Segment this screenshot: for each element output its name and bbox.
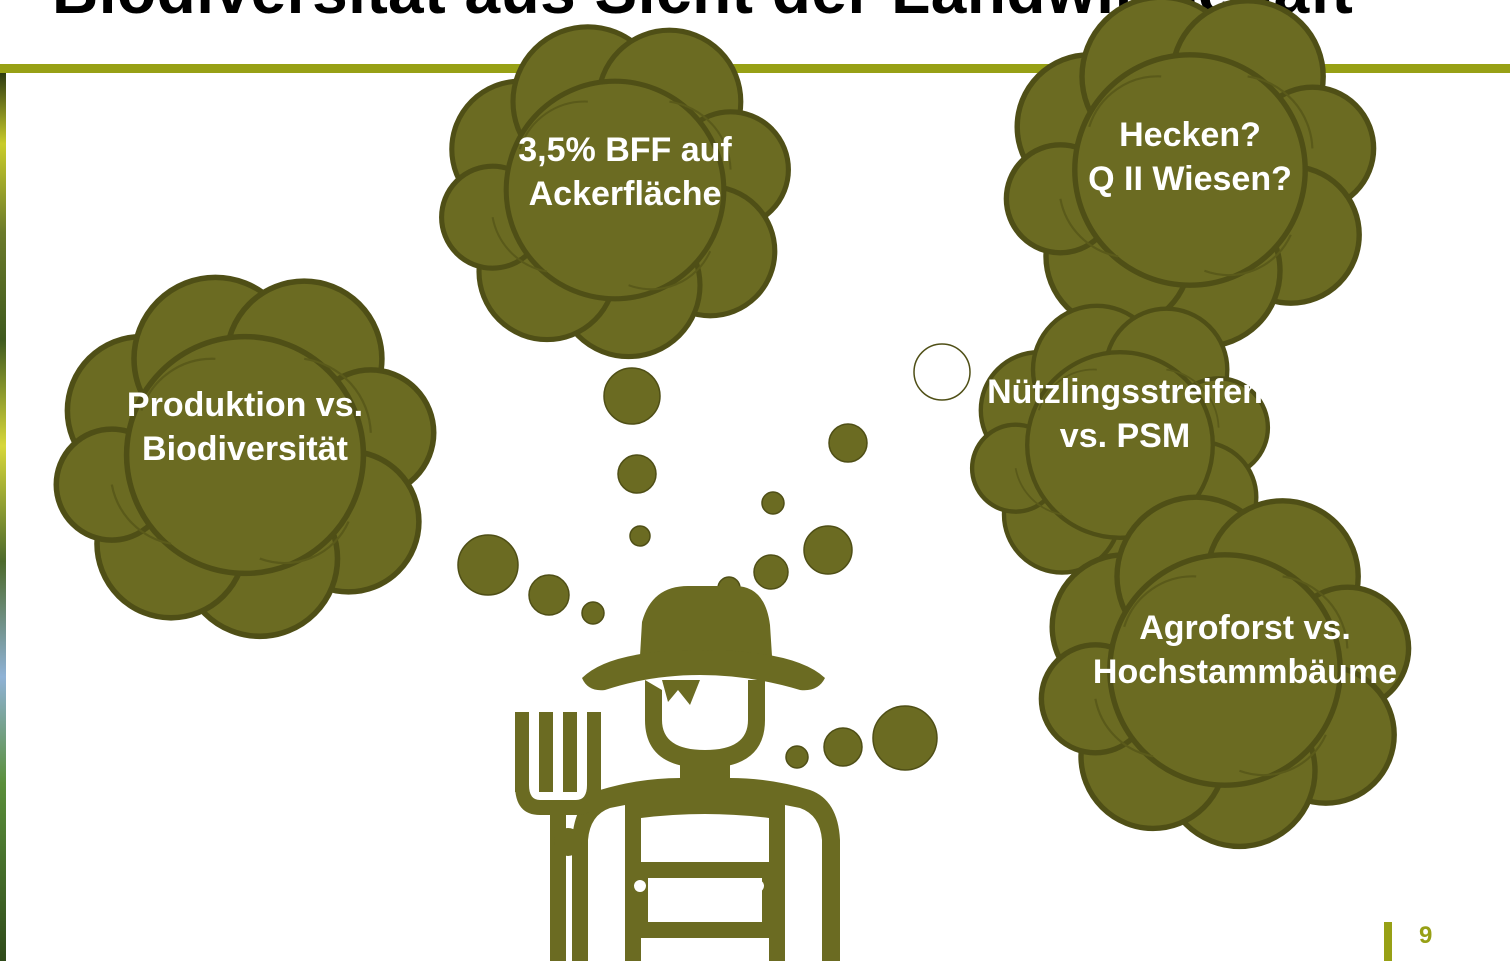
bubble <box>803 525 853 575</box>
thought-text-agroforst: Agroforst vs. Hochstammbäume <box>1092 609 1398 691</box>
bubble <box>629 525 651 547</box>
bubble <box>872 705 938 771</box>
page-number: 9 <box>1419 922 1433 949</box>
bubble <box>761 491 785 515</box>
bubble <box>528 574 570 616</box>
bubble <box>457 534 519 596</box>
bubble <box>913 343 971 401</box>
bubble <box>581 601 605 625</box>
farmer-with-pitchfork-icon <box>515 585 840 961</box>
thought-bubbles <box>457 343 971 771</box>
thought-text-hecken: Hecken? Q II Wiesen? <box>1088 116 1292 198</box>
thought-text-bff: 3,5% BFF auf Ackerfläche <box>518 131 732 213</box>
bubble <box>753 554 789 590</box>
bubble <box>785 745 809 769</box>
title-rule <box>0 64 1510 73</box>
bubble <box>617 454 657 494</box>
thought-text-nuetzling: Nützlingsstreifen vs. PSM <box>987 373 1263 455</box>
page-number-bar <box>1384 922 1392 961</box>
bubble <box>823 727 863 767</box>
photo-strip <box>0 73 6 961</box>
thought-text-produktion: Produktion vs. Biodiversität <box>126 386 364 468</box>
bubble <box>828 423 868 463</box>
bubble <box>603 367 661 425</box>
